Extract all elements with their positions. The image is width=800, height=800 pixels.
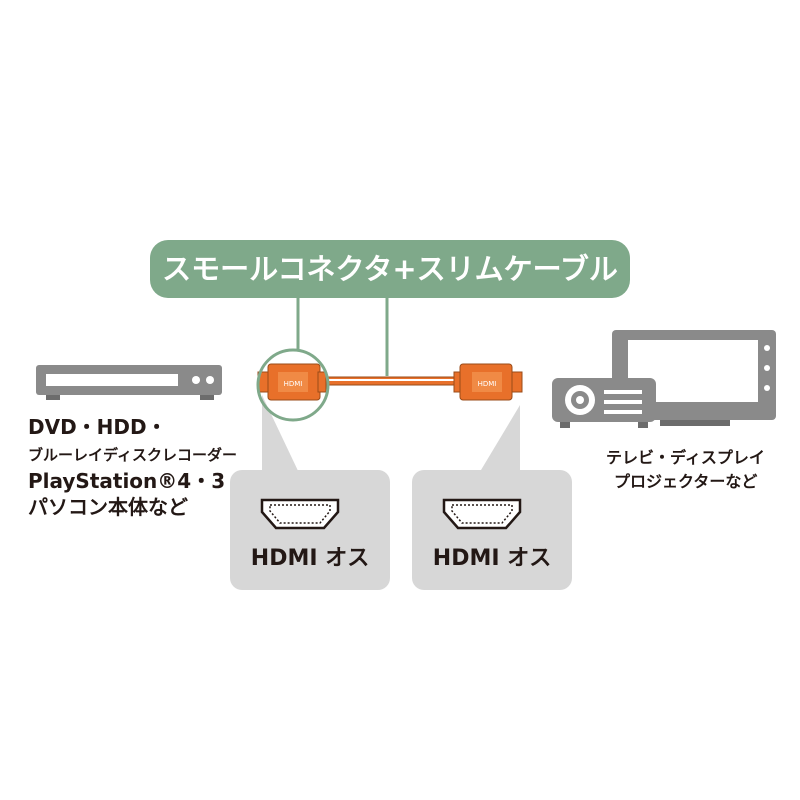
- right-device-line-2: プロジェクターなど: [614, 472, 758, 491]
- banner-title: スモールコネクタ+スリムケーブル: [162, 252, 618, 286]
- hdmi-port-icon-right: [442, 498, 522, 530]
- callout-pointer-right: [478, 405, 520, 475]
- hdmi-plug-left: HDMI: [257, 363, 327, 401]
- plug-highlight-circle: [256, 348, 330, 422]
- hdmi-card-left: [230, 470, 390, 590]
- right-device-line-1: テレビ・ディスプレイ: [606, 448, 765, 467]
- hdmi-card-right: [412, 470, 572, 590]
- left-device-line-4: パソコン本体など: [28, 495, 188, 519]
- dvd-player-icon: [36, 365, 222, 400]
- svg-text:HDMI: HDMI: [284, 380, 303, 388]
- hdmi-male-label-right: HDMI オス: [432, 546, 552, 571]
- hdmi-plug-right: HDMI: [453, 363, 523, 401]
- left-device-line-1: DVD・HDD・: [28, 415, 167, 439]
- svg-text:HDMI: HDMI: [478, 380, 497, 388]
- callout-pointer-left: [262, 395, 300, 475]
- left-device-line-2: ブルーレイディスクレコーダー: [28, 446, 237, 464]
- tv-projector-icon: [552, 330, 776, 428]
- hdmi-port-icon-left: [260, 498, 340, 530]
- hdmi-male-label-left: HDMI オス: [250, 546, 370, 571]
- left-device-line-3: PlayStation®4・3: [28, 469, 226, 493]
- banner-box: [150, 240, 630, 298]
